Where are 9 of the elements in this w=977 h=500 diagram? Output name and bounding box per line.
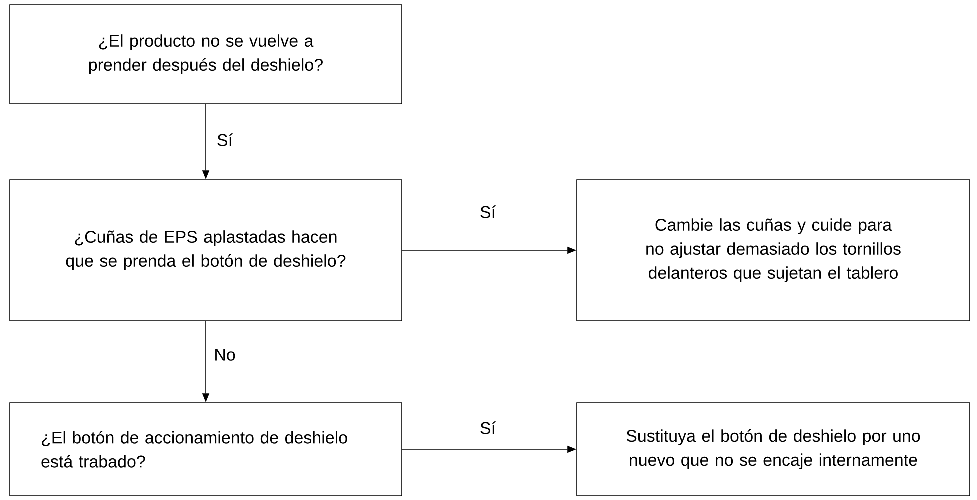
edge-label: Sí xyxy=(478,204,498,220)
process-box: Cambie las cuñas y cuide para no ajustar demasiado los tornillos delanteros que sujetan el tablero xyxy=(576,180,970,322)
process-box: ¿Cuñas de EPS aplastadas hacen que se prenda el botón de deshielo? xyxy=(10,180,402,322)
process-box: ¿El producto no se vuelve a prender después del deshielo? xyxy=(10,4,402,104)
process-box: Sustituya el botón de deshielo por uno nuevo que no se encaje internamente xyxy=(576,402,970,496)
process-box: ¿El botón de accionamiento de deshielo está trabado? xyxy=(10,402,402,496)
edge-label: Sí xyxy=(216,132,234,148)
edge-label: Sí xyxy=(478,420,498,436)
edge-label: No xyxy=(213,348,237,362)
